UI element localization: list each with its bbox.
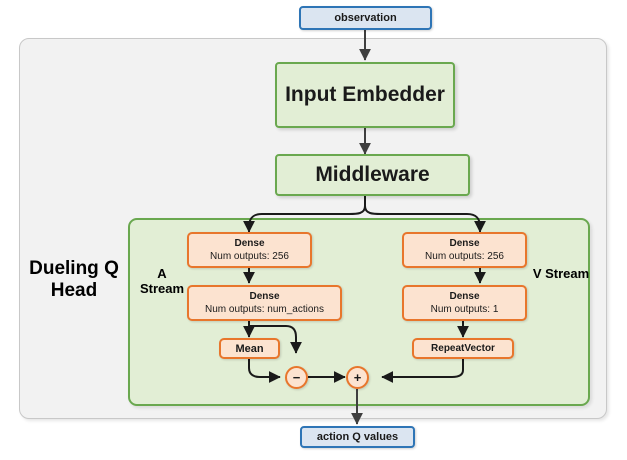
v-stream-dense-1-outputs: Num outputs: 256 [425,251,504,262]
middleware-label: Middleware [315,163,430,186]
a-stream-dense-1-title: Dense [234,238,265,249]
add-operator-node[interactable]: + [346,366,369,389]
action-q-values-node[interactable]: action Q values [300,426,415,448]
observation-label: observation [334,12,397,24]
v-stream-dense-1-title: Dense [449,238,480,249]
mean-node[interactable]: Mean [219,338,280,359]
a-stream-dense-2-node[interactable]: Dense Num outputs: num_actions [187,285,342,321]
repeat-vector-label: RepeatVector [431,343,495,354]
middleware-node[interactable]: Middleware [275,154,470,196]
input-embedder-node[interactable]: Input Embedder [275,62,455,128]
a-stream-dense-2-outputs: Num outputs: num_actions [205,304,324,315]
input-embedder-label: Input Embedder [285,83,445,106]
a-stream-dense-2-title: Dense [249,291,280,302]
a-stream-label: A Stream [139,266,185,296]
dueling-q-head-label: Dueling Q Head [29,258,119,301]
action-q-values-label: action Q values [316,431,399,443]
v-stream-dense-2-outputs: Num outputs: 1 [430,304,499,315]
v-stream-dense-1-node[interactable]: Dense Num outputs: 256 [402,232,527,268]
a-stream-dense-1-outputs: Num outputs: 256 [210,251,289,262]
subtract-symbol: − [292,370,301,385]
add-symbol: + [353,370,362,385]
v-stream-dense-2-title: Dense [449,291,480,302]
a-stream-dense-1-node[interactable]: Dense Num outputs: 256 [187,232,312,268]
v-stream-dense-2-node[interactable]: Dense Num outputs: 1 [402,285,527,321]
v-stream-label: V Stream [532,266,590,281]
observation-node[interactable]: observation [299,6,432,30]
mean-label: Mean [235,342,264,355]
repeat-vector-node[interactable]: RepeatVector [412,338,514,359]
subtract-operator-node[interactable]: − [285,366,308,389]
